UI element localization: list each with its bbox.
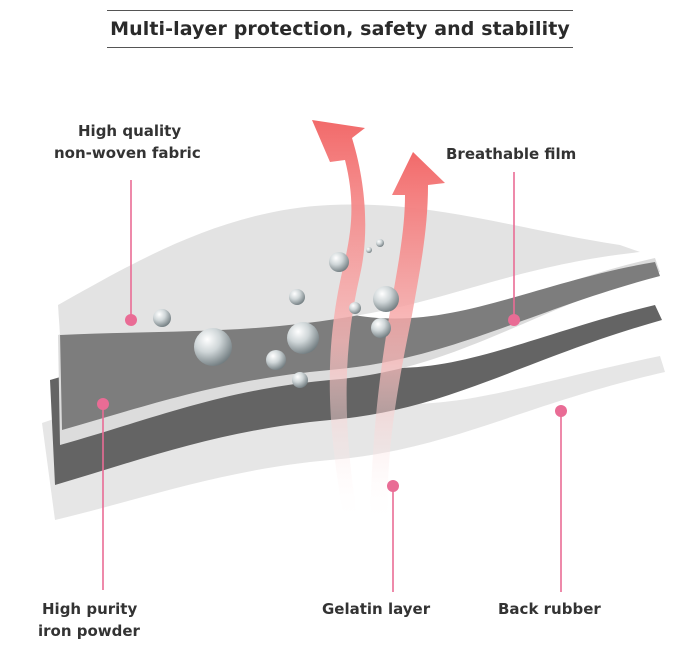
label-gelatin-layer: Gelatin layer	[322, 600, 431, 618]
label-nonwoven-line1: High quality	[78, 122, 182, 140]
water-droplet-icon	[153, 239, 399, 388]
marker-dot-icon	[387, 480, 399, 492]
label-iron-line2: iron powder	[38, 622, 140, 640]
title-banner: Multi-layer protection, safety and stabi…	[107, 10, 573, 48]
label-iron-line1: High purity	[42, 600, 138, 618]
label-back-rubber: Back rubber	[498, 600, 601, 618]
marker-dot-icon	[555, 405, 567, 417]
marker-dot-icon	[97, 398, 109, 410]
marker-dot-icon	[508, 314, 520, 326]
layer-iron-powder	[50, 305, 662, 485]
layer-breathable-film	[60, 262, 660, 430]
label-breathable-film: Breathable film	[446, 145, 577, 163]
page-title: Multi-layer protection, safety and stabi…	[110, 18, 570, 40]
label-nonwoven-line2: non-woven fabric	[54, 144, 201, 162]
marker-dot-icon	[125, 314, 137, 326]
heat-arrow-icon	[370, 152, 445, 525]
heat-arrow-icon	[312, 120, 366, 525]
